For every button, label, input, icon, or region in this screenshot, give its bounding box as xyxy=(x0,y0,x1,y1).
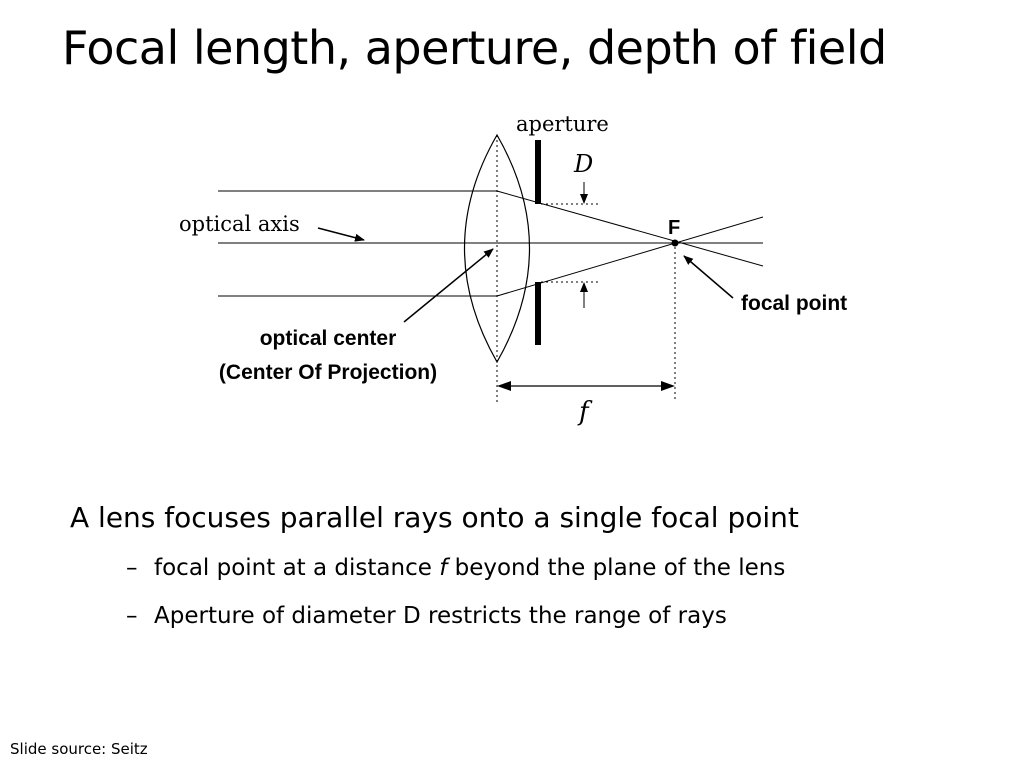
bullet-list: A lens focuses parallel rays onto a sing… xyxy=(70,498,970,640)
refracted-ray-bottom xyxy=(496,216,764,297)
focal-point-label: focal point xyxy=(741,292,847,315)
sub-bullet-focal-distance: – focal point at a distance f beyond the… xyxy=(126,544,970,592)
lens-shape xyxy=(463,133,531,364)
focal-point-dot xyxy=(671,239,679,247)
f-label: f xyxy=(577,397,593,427)
sub-bullet-1-var: f xyxy=(439,555,448,581)
f-arrow-right-head xyxy=(661,381,675,391)
d-label: D xyxy=(573,150,593,178)
optical-center-label: optical center xyxy=(260,327,397,350)
slide-title: Focal length, aperture, depth of field xyxy=(62,21,887,75)
optical-center-pointer-arrow xyxy=(403,248,494,323)
f-arrow-left-head xyxy=(497,381,511,391)
dash-marker: – xyxy=(126,555,138,581)
sub-bullet-2-text: Aperture of diameter D restricts the ran… xyxy=(154,603,727,629)
optical-axis-pointer-arrow xyxy=(317,227,365,242)
aperture-label: aperture xyxy=(516,112,609,136)
slide-source-footer: Slide source: Seitz xyxy=(10,740,148,758)
aperture-stop-bottom xyxy=(535,282,541,345)
focal-point-pointer-arrow xyxy=(683,255,734,299)
sub-bullet-1-post: beyond the plane of the lens xyxy=(447,555,786,581)
center-of-projection-label: (Center Of Projection) xyxy=(219,361,437,384)
dash-marker: – xyxy=(126,603,138,629)
aperture-stop-top xyxy=(535,140,541,204)
sub-bullet-list: – focal point at a distance f beyond the… xyxy=(70,544,970,640)
optical-axis-label: optical axis xyxy=(179,212,300,236)
sub-bullet-1-pre: focal point at a distance xyxy=(154,555,440,581)
lens-diagram: aperture D optical axis F focal point op… xyxy=(179,112,847,427)
sub-bullet-aperture: – Aperture of diameter D restricts the r… xyxy=(126,592,970,640)
focal-point-f-label: F xyxy=(668,217,680,239)
bullet-main: A lens focuses parallel rays onto a sing… xyxy=(70,501,799,534)
